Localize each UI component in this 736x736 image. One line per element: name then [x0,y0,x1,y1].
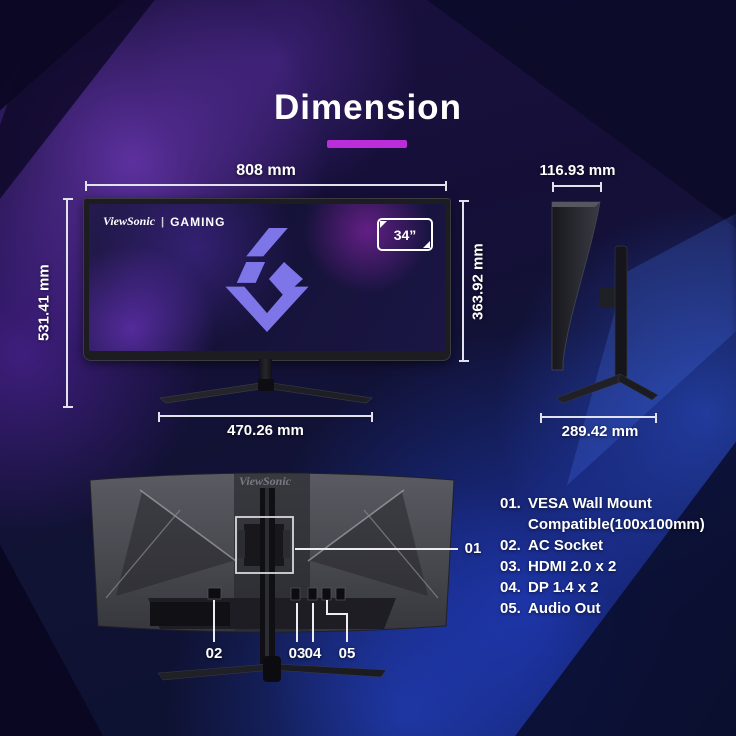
front-total-height-dim-line [63,198,73,408]
brand-divider: | [161,215,165,228]
back-brand-wordmark: ViewSonic [238,474,291,488]
legend-label: DP 1.4 x 2 [528,579,599,596]
legend-num: 04. [500,579,521,596]
legend-num: 03. [500,558,521,575]
legend-item-hdmi: 03. HDMI 2.0 x 2 [500,556,718,577]
side-depth-dim-line [552,182,602,192]
legend-label: Audio Out [528,600,601,617]
legend-num: 01. [500,495,521,512]
screen-size-value: 34” [393,226,417,243]
front-total-height-label: 531.41 mm [35,264,53,342]
front-base-width-dim-line [158,412,373,422]
front-width-label: 808 mm [236,162,296,179]
front-panel-height-dim-line [459,200,469,362]
side-depth-label: 116.93 mm [539,162,616,179]
screen-size-badge: 34” [377,218,433,251]
ports-legend: 01. VESA Wall Mount Compatible(100x100mm… [500,493,718,619]
front-brand-lockup: ViewSonic | GAMING [103,214,225,229]
front-width-dim-line [85,181,447,191]
side-base-depth-label: 289.42 mm [561,423,639,440]
legend-label: HDMI 2.0 x 2 [528,558,617,575]
front-base-width-label: 470.26 mm [227,422,304,439]
monitor-front-screen: ViewSonic | GAMING 34” [89,204,445,351]
legend-item-audio-out: 05. Audio Out [500,598,718,619]
legend-item-dp: 04. DP 1.4 x 2 [500,577,718,598]
callout-label-01: 01 [464,540,482,557]
monitor-side-view [551,201,659,404]
front-stand-base [159,379,373,404]
legend-label: AC Socket [528,537,604,554]
callout-label-04: 04 [304,645,322,662]
legend-label: VESA Wall Mount Compatible(100x100mm) [528,495,705,533]
callout-label-05: 05 [338,645,356,662]
front-panel-height-label: 363.92 mm [469,243,487,321]
callout-lines [213,548,458,642]
badge-corner-icon [423,241,430,248]
legend-item-ac-socket: 02. AC Socket [500,535,718,556]
front-stand-pole [259,359,272,385]
viewsonic-wordmark: ViewSonic [103,214,156,228]
title-accent-bar [327,140,407,148]
callout-label-02: 02 [205,645,223,662]
legend-num: 02. [500,537,521,554]
side-base-depth-dim-line [540,413,657,423]
viewsonic-gaming-logo-icon [225,228,309,333]
callout-label-03: 03 [288,645,306,662]
gaming-wordmark: GAMING [170,214,226,229]
monitor-front-view: ViewSonic | GAMING 34” [83,198,451,361]
page-title: Dimension [274,88,462,127]
badge-corner-icon [380,221,387,228]
legend-num: 05. [500,600,521,617]
monitor-back-view [89,472,458,682]
legend-item-vesa: 01. VESA Wall Mount Compatible(100x100mm… [500,493,718,535]
